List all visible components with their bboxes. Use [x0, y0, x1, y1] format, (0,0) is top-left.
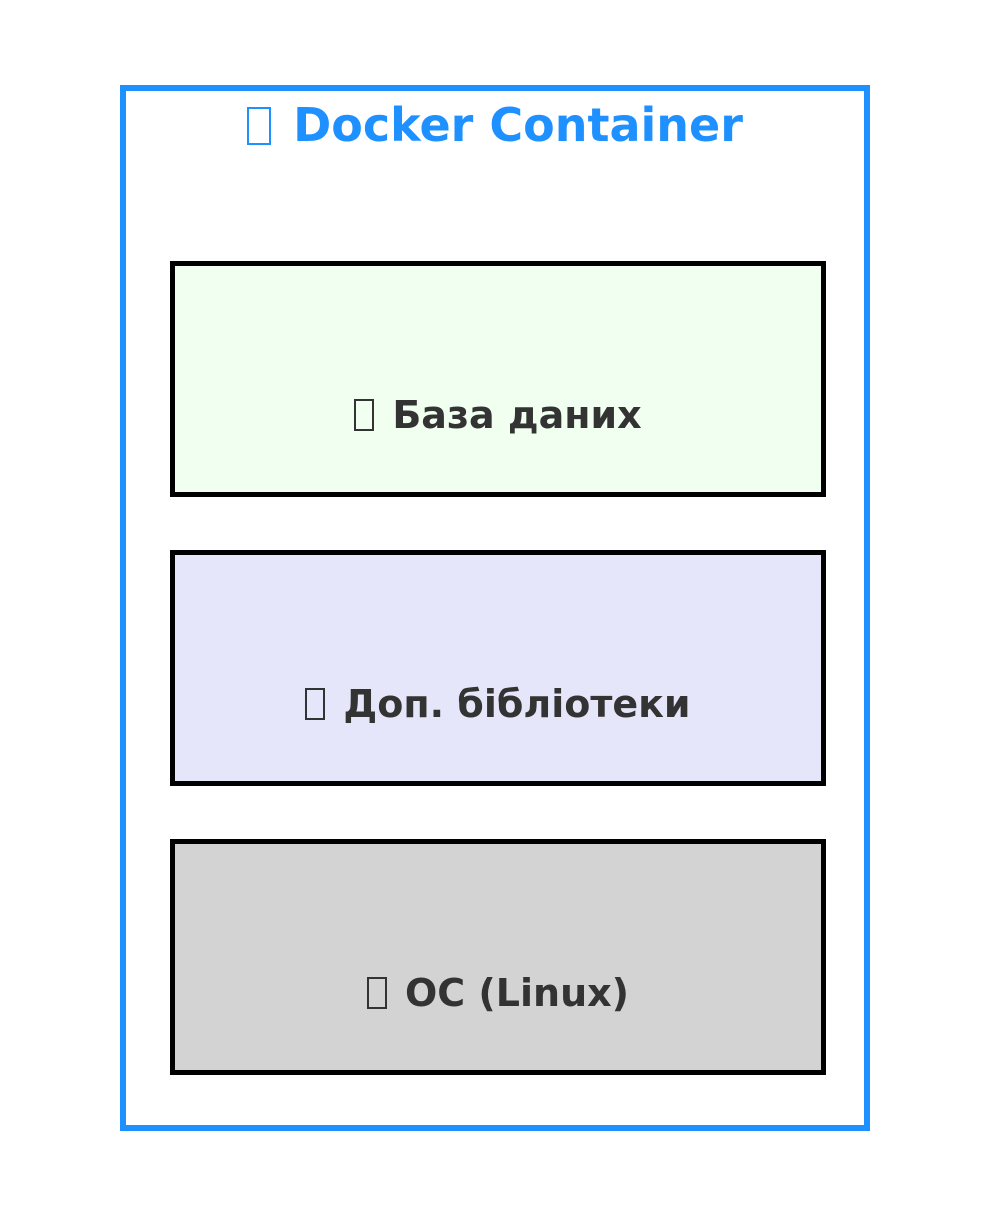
- database-icon: [354, 399, 375, 431]
- layer-libraries-text: Доп. бібліотеки: [343, 682, 691, 726]
- layer-os-text: ОС (Linux): [404, 971, 629, 1015]
- docker-container: Docker Container База даних Доп. бібліот…: [120, 85, 870, 1131]
- container-icon: [247, 107, 272, 145]
- layer-database: База даних: [170, 261, 826, 497]
- layer-database-label: База даних: [175, 390, 821, 440]
- container-title-text: Docker Container: [293, 98, 743, 152]
- layer-os: ОС (Linux): [170, 839, 826, 1075]
- os-icon: [366, 977, 387, 1009]
- container-title: Docker Container: [126, 95, 864, 155]
- layer-libraries-label: Доп. бібліотеки: [175, 679, 821, 729]
- library-icon: [305, 688, 326, 720]
- layer-libraries: Доп. бібліотеки: [170, 550, 826, 786]
- layer-database-text: База даних: [392, 393, 642, 437]
- layer-os-label: ОС (Linux): [175, 968, 821, 1018]
